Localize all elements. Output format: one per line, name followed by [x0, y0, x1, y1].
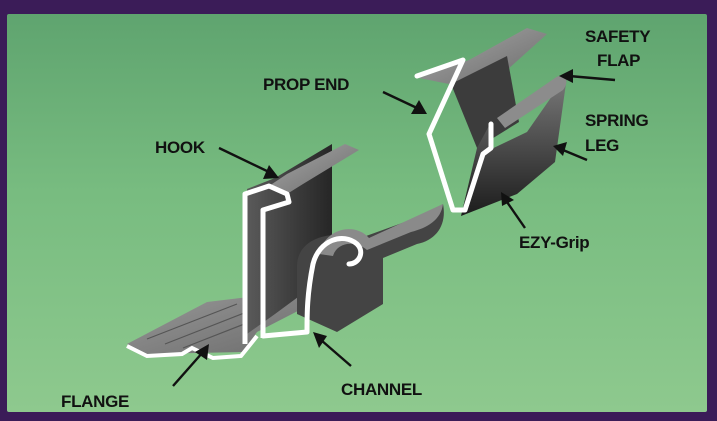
hook-arrowhead [263, 165, 279, 179]
channel-arrow [321, 340, 351, 366]
ezy-grip-arrow [507, 202, 525, 228]
hook-arrow [219, 148, 269, 172]
main-extrusion [127, 144, 444, 358]
clip-diagram: SAFETY FLAP PROP END SPRING LEG HOOK EZY… [7, 14, 707, 412]
label-safety-line2: FLAP [597, 51, 640, 70]
flange-arrow [173, 352, 203, 386]
prop-end-arrow [383, 92, 417, 108]
label-flange: FLANGE [61, 392, 129, 411]
label-prop-end: PROP END [263, 75, 349, 94]
label-hook: HOOK [155, 138, 206, 157]
label-spring-line1: SPRING [585, 111, 648, 130]
channel-arrowhead [313, 332, 327, 348]
label-channel: CHANNEL [341, 380, 422, 399]
safety-flap-arrow [569, 76, 615, 80]
label-ezy-grip: EZY-Grip [519, 233, 589, 252]
spring-leg-arrow [563, 150, 587, 160]
ezy-grip-insert [417, 28, 567, 216]
label-safety-line1: SAFETY [585, 27, 651, 46]
diagram-panel: SAFETY FLAP PROP END SPRING LEG HOOK EZY… [7, 14, 707, 412]
label-spring-line2: LEG [585, 136, 619, 155]
